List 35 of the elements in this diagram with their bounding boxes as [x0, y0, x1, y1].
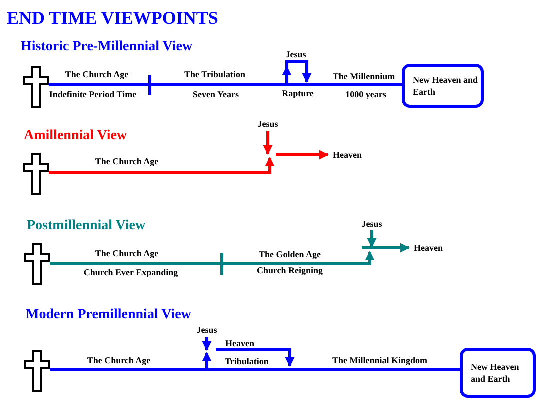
arrow: [362, 243, 410, 253]
timeline-label: Church Ever Expanding: [84, 268, 178, 278]
section-heading: Amillennial View: [24, 128, 128, 144]
arrow: [276, 150, 329, 160]
timeline-label: Heaven: [226, 338, 254, 350]
timeline-label: The Church Age: [95, 248, 159, 260]
event-label: Heaven: [409, 242, 453, 254]
event-label: Jesus: [359, 219, 385, 230]
timeline-label: Seven Years: [193, 90, 239, 100]
timeline-label: 1000 years: [346, 90, 386, 100]
timeline-label: The Church Age: [87, 356, 151, 366]
timeline-line: [49, 84, 402, 86]
end-box: New Heaven and Earth: [460, 348, 536, 398]
section-heading: Historic Pre-Millennial View: [21, 38, 193, 56]
title: END TIME VIEWPOINTS: [7, 7, 218, 29]
arrow: [49, 157, 275, 174]
section-heading: Postmillennial View: [27, 218, 146, 234]
event-label: Jesus: [255, 119, 281, 130]
timeline-label: Rapture: [282, 88, 314, 100]
event-label: Heaven: [328, 149, 368, 161]
timeline-label: The Church Age: [65, 70, 129, 80]
timeline-label: The Tribulation: [184, 70, 246, 80]
timeline-label: Tribulation: [225, 356, 269, 368]
timeline-label: Jesus: [286, 50, 306, 60]
timeline-label: Indefinite Period Time: [49, 90, 137, 100]
timeline-label: The Millennial Kingdom: [332, 356, 428, 366]
timeline-label: Church Reigning: [256, 266, 324, 276]
section-heading: Modern Premillennial View: [26, 306, 192, 324]
timeline-label: The Millennium: [332, 72, 396, 82]
event-label: Jesus: [194, 325, 220, 336]
arrow: [50, 352, 212, 372]
arrow: [50, 251, 375, 266]
timeline-label: The Golden Age: [259, 250, 321, 260]
end-box: New Heaven and Earth: [402, 64, 484, 108]
timeline-label: The Church Age: [95, 156, 159, 168]
